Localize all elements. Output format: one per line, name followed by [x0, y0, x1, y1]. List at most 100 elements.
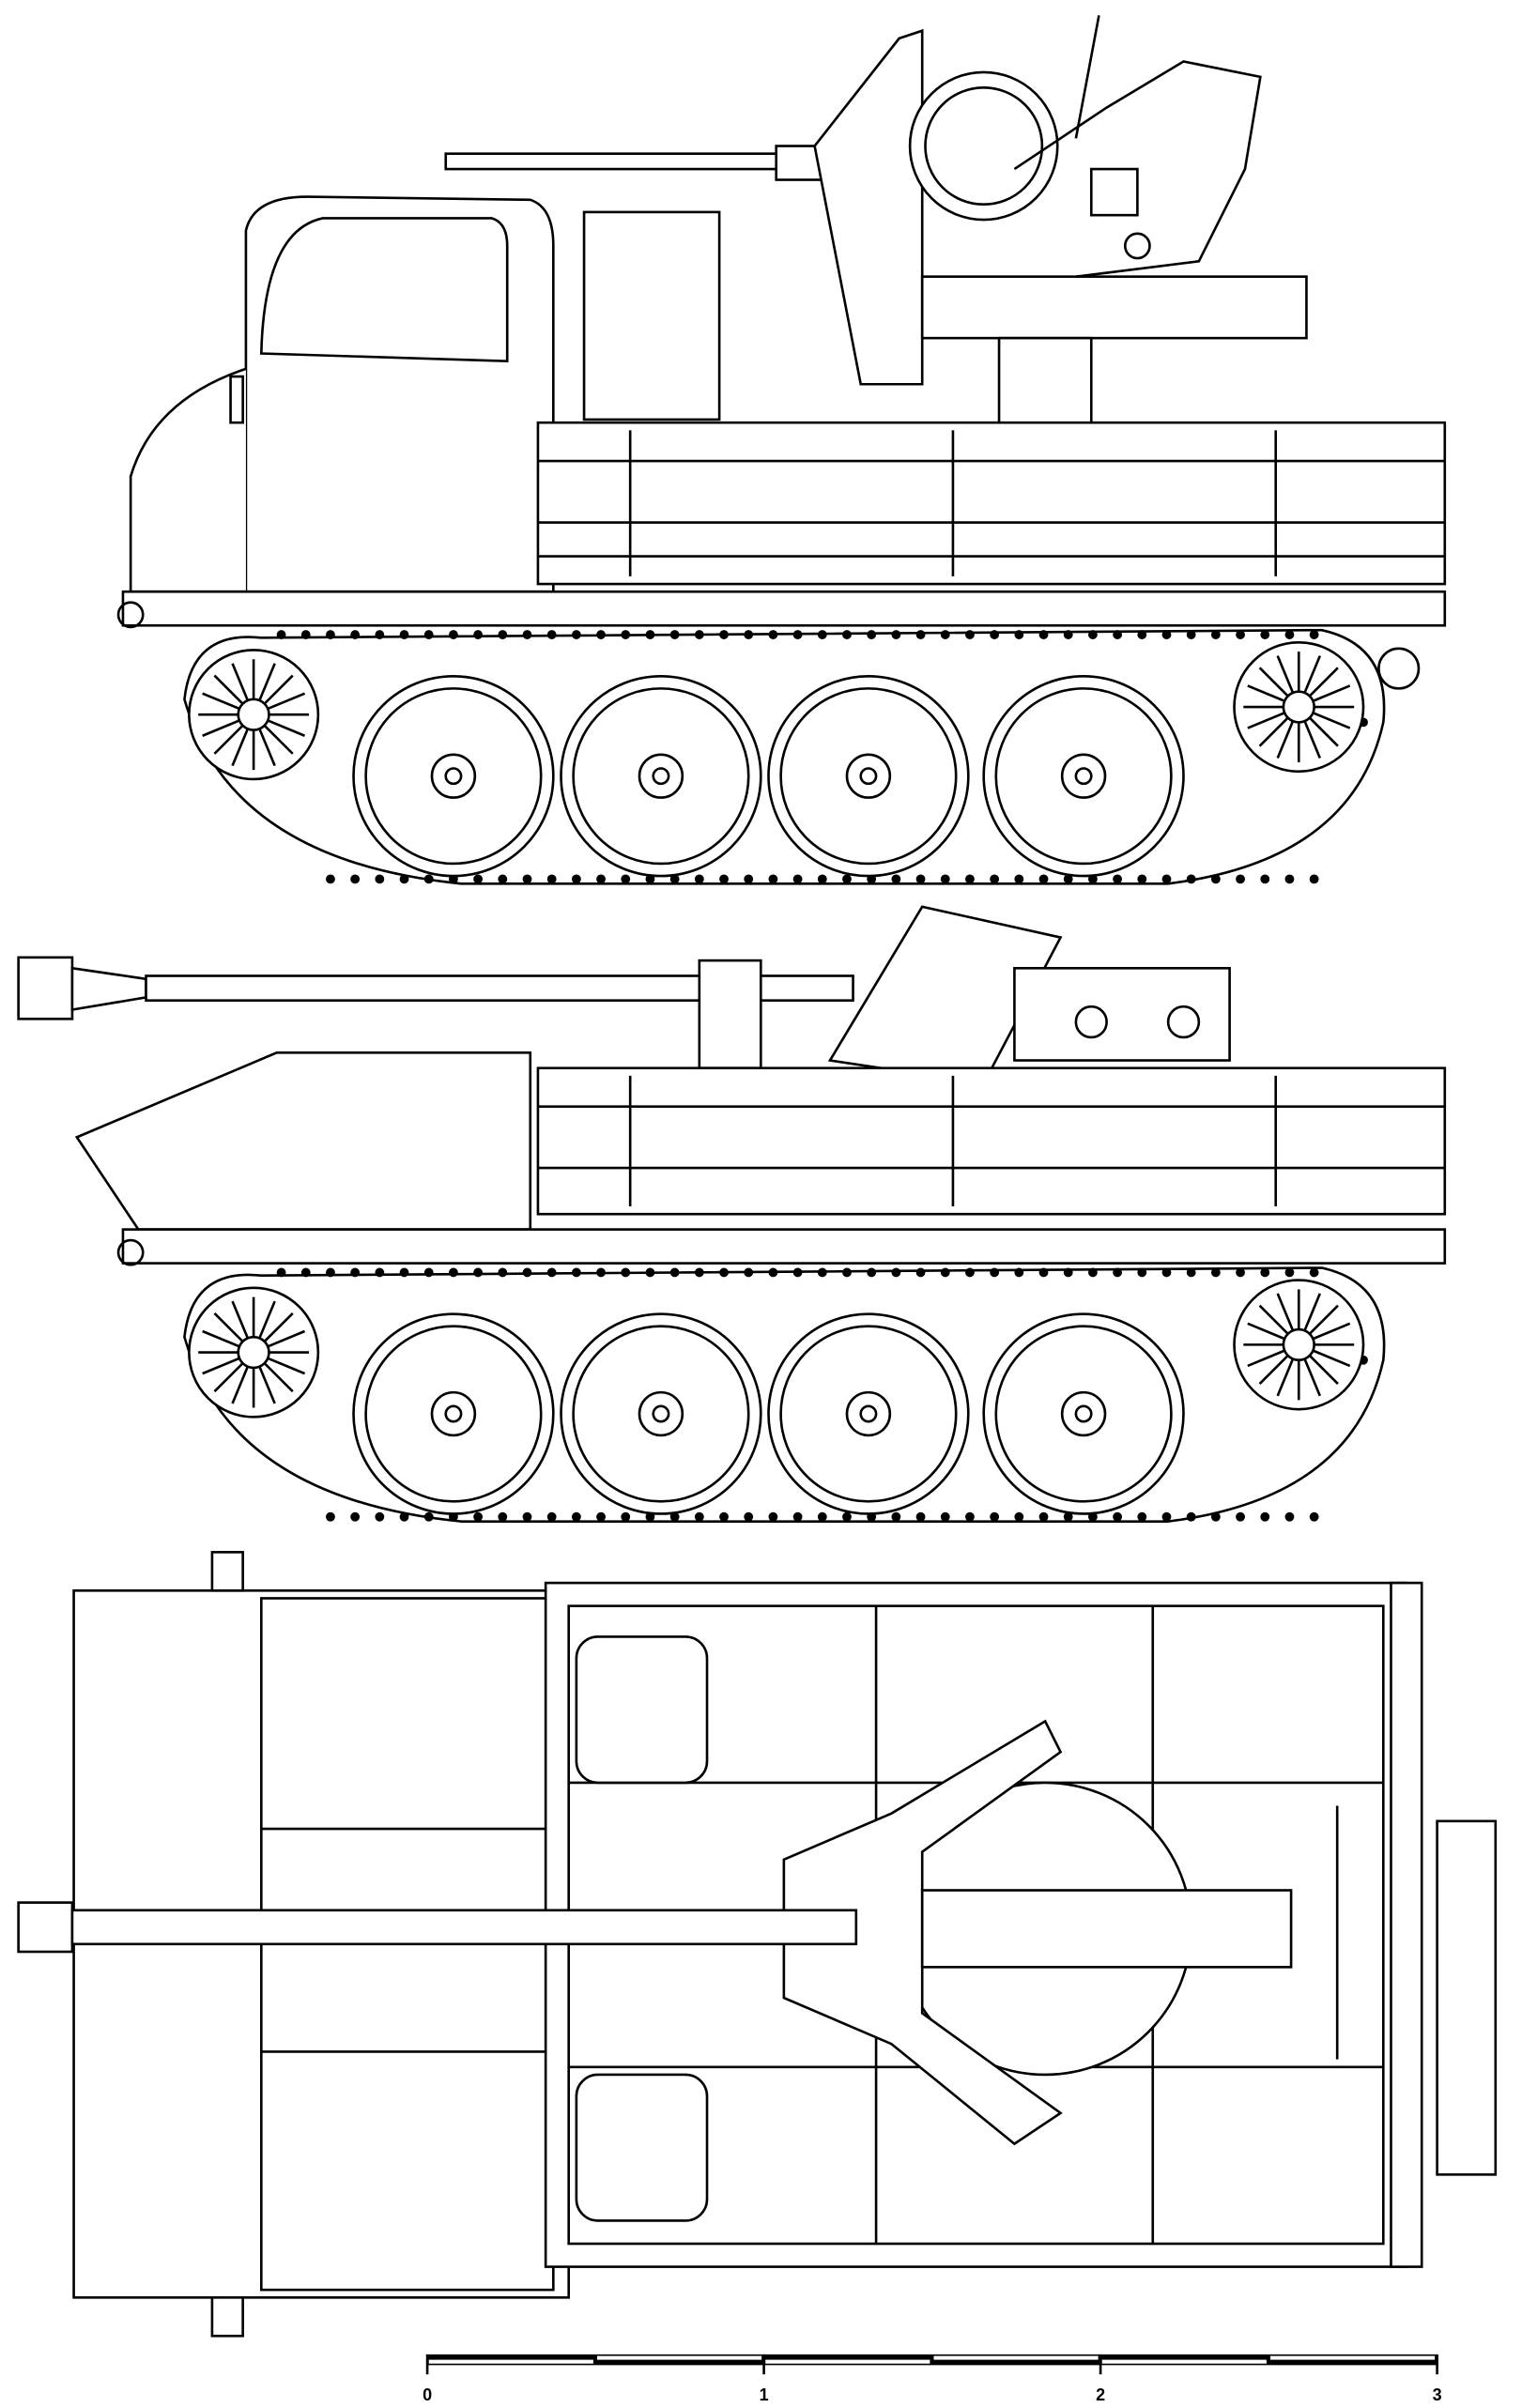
track-link: [915, 874, 926, 884]
track-link: [744, 1267, 754, 1278]
spare-box: [1436, 1819, 1498, 2176]
running-gear: [183, 1266, 1386, 1523]
track-link: [867, 1267, 877, 1278]
track-link: [1309, 1511, 1319, 1522]
track-link: [350, 1511, 361, 1522]
track-link: [940, 874, 950, 884]
track-link: [965, 1267, 975, 1278]
track-link: [473, 874, 484, 884]
track-link: [1063, 1511, 1073, 1522]
track-link: [498, 1267, 508, 1278]
track-link: [621, 1511, 631, 1522]
track-link: [1161, 630, 1172, 639]
track-link: [719, 1511, 729, 1522]
track-link: [990, 630, 1000, 639]
track-link: [768, 1267, 778, 1278]
hull: [74, 1051, 1447, 1266]
track-link: [719, 874, 729, 884]
road-wheel: [352, 674, 555, 878]
track-link: [669, 1267, 680, 1278]
track-link: [891, 874, 901, 884]
track-link: [1236, 1511, 1245, 1522]
track-link: [1063, 874, 1073, 884]
track-link: [817, 1511, 827, 1522]
track-link: [1063, 1267, 1073, 1278]
track-link: [571, 1511, 581, 1522]
top-view: [17, 1551, 1498, 2338]
track-link: [1137, 1511, 1147, 1522]
track-link: [621, 630, 631, 639]
track-link: [792, 1267, 803, 1278]
track-link: [1236, 874, 1245, 884]
track-link: [1161, 874, 1172, 884]
track-link: [792, 630, 803, 639]
track-link: [399, 630, 409, 639]
track-link: [276, 630, 286, 639]
track-link: [350, 874, 361, 884]
track-link: [1260, 630, 1270, 639]
track-link: [842, 630, 852, 639]
track-link: [375, 630, 385, 639]
track-link: [694, 1511, 704, 1522]
track-link: [1014, 1511, 1024, 1522]
track-link: [498, 630, 508, 639]
track-link: [546, 630, 557, 639]
track-link: [915, 630, 926, 639]
track-link: [891, 630, 901, 639]
track-link: [792, 874, 803, 884]
scale-segment: [933, 2355, 1099, 2360]
road-wheel: [560, 1312, 762, 1515]
track-link: [669, 874, 680, 884]
track-link: [423, 1267, 434, 1278]
road-wheel: [560, 674, 762, 878]
track-link: [817, 1267, 827, 1278]
scale-label-0: 0: [423, 2385, 432, 2404]
track-link: [669, 630, 680, 639]
cargo-platform: [116, 421, 1447, 690]
track-link: [326, 874, 335, 884]
track-link: [645, 630, 655, 639]
track-link: [940, 630, 950, 639]
track-link: [915, 1511, 926, 1522]
track-link: [1260, 1511, 1270, 1522]
track-link: [423, 1511, 434, 1522]
track-link: [473, 1267, 484, 1278]
track-link: [719, 630, 729, 639]
track-link: [891, 1267, 901, 1278]
track-link: [621, 874, 631, 884]
track-link: [473, 1511, 484, 1522]
track-link: [326, 1511, 335, 1522]
track-link: [1113, 1511, 1123, 1522]
track-link: [1309, 1267, 1319, 1278]
track-link: [596, 874, 606, 884]
track-link: [350, 630, 361, 639]
sprocket-wheel: [1233, 640, 1365, 774]
track-link: [792, 1511, 803, 1522]
track-link: [1210, 630, 1221, 639]
track-link: [1186, 874, 1196, 884]
track-link: [276, 1267, 286, 1278]
scale-bar: 0 1 2 3: [423, 2354, 1442, 2404]
track-link: [375, 1267, 385, 1278]
track-link: [842, 1267, 852, 1278]
track-link: [1087, 1267, 1098, 1278]
track-link: [1210, 1267, 1221, 1278]
track-link: [990, 1267, 1000, 1278]
scale-segment: [1269, 2355, 1436, 2360]
track-link: [694, 630, 704, 639]
track-link: [326, 1267, 335, 1278]
track-link: [1014, 1267, 1024, 1278]
track-link: [1309, 874, 1319, 884]
track-link: [375, 874, 385, 884]
road-wheel: [982, 674, 1185, 878]
track-link: [1038, 1267, 1049, 1278]
scale-label-3: 3: [1433, 2385, 1442, 2404]
track-link: [1137, 874, 1147, 884]
track-link: [1038, 1511, 1049, 1522]
track-link: [645, 1267, 655, 1278]
track-link: [596, 1267, 606, 1278]
running-gear: [183, 628, 1386, 885]
track-link: [1284, 874, 1295, 884]
track-link: [596, 630, 606, 639]
track-link: [1113, 874, 1123, 884]
